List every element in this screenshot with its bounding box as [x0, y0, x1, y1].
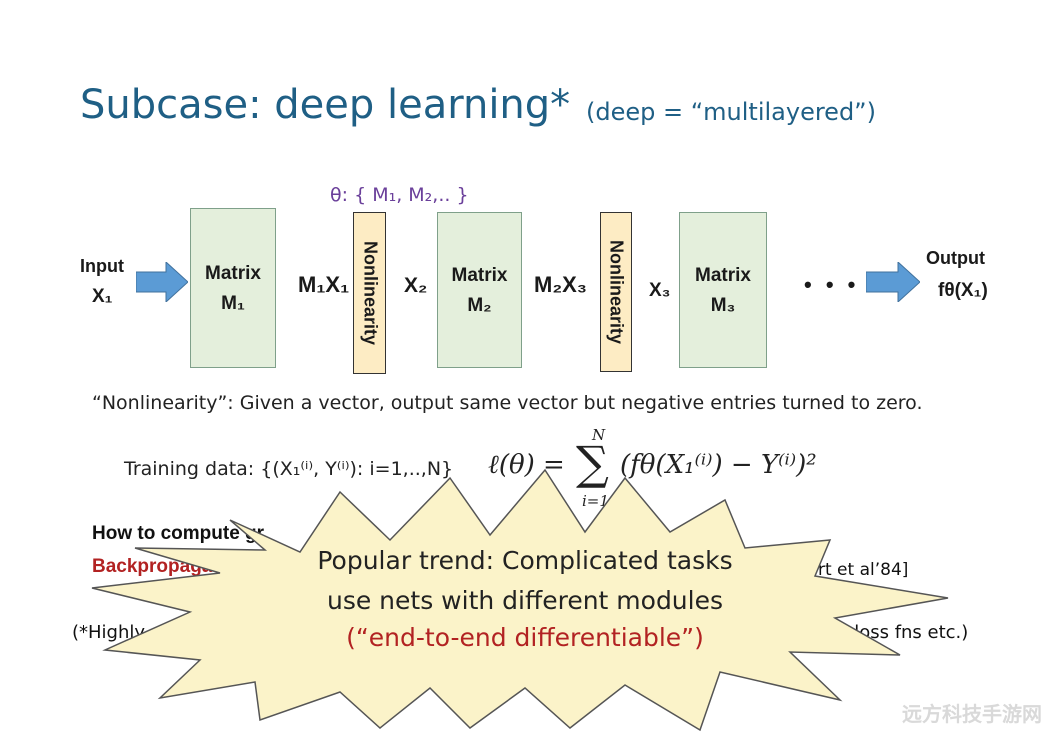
callout-line-3: (“end-to-end differentiable”) [346, 623, 704, 652]
callout-line-2: use nets with different modules [326, 586, 724, 615]
input-arrow [136, 262, 188, 302]
loss-formula: ℓ(θ) = N ∑ i=1 (fθ(X₁⁽ⁱ⁾) − Y⁽ⁱ⁾)² [488, 426, 858, 510]
loss-term: (fθ(X₁⁽ⁱ⁾) − Y⁽ⁱ⁾)² [620, 450, 817, 480]
product-m1x1: M₁X₁ [298, 272, 350, 297]
theta-parameters: θ: { M₁, M₂,.. } [330, 184, 469, 206]
matrix-m3-box: Matrix M₃ [679, 212, 767, 368]
ellipsis: • • • [804, 272, 860, 297]
matrix-m3-label: M₃ [710, 295, 736, 316]
matrix-word: Matrix [205, 263, 261, 284]
output-arrow [866, 262, 920, 302]
matrix-m2-box: Matrix M₂ [437, 212, 522, 368]
nonlinearity-box-1: Nonlinearity [353, 212, 386, 374]
nonlinearity-box-2: Nonlinearity [600, 212, 632, 372]
loss-sum-top: N [592, 426, 606, 444]
slide-title: Subcase: deep learning* [80, 82, 571, 128]
matrix-word: Matrix [695, 265, 751, 286]
matrix-word: Matrix [451, 265, 508, 286]
matrix-m1-box: Matrix M₁ [190, 208, 276, 368]
x3-label: X₃ [649, 280, 671, 301]
loss-lhs: ℓ(θ) = [488, 450, 565, 480]
matrix-m1-label: M₁ [221, 293, 245, 314]
citation: rt et al’84] [818, 560, 909, 580]
product-m2x3: M₂X₃ [534, 272, 587, 297]
matrix-m2-label: M₂ [467, 295, 492, 316]
input-label: Input [80, 256, 124, 276]
loss-sum-bottom: i=1 [582, 492, 609, 510]
nonlinearity-definition: “Nonlinearity”: Given a vector, output s… [92, 392, 923, 414]
output-label: Output [926, 248, 985, 268]
input-variable: X₁ [92, 286, 113, 307]
output-variable: fθ(X₁) [938, 280, 988, 301]
watermark: 远方科技手游网 [902, 702, 1042, 726]
callout-line-1: Popular trend: Complicated tasks [317, 546, 733, 575]
x2-label: X₂ [404, 274, 428, 297]
training-data: Training data: {(X₁⁽ⁱ⁾, Y⁽ⁱ⁾): i=1,..,N} [124, 458, 454, 480]
backprop-heading: How to compute gr [92, 523, 265, 544]
loss-sum-symbol: ∑ [576, 436, 609, 490]
slide-subtitle: (deep = “multilayered”) [586, 98, 876, 126]
